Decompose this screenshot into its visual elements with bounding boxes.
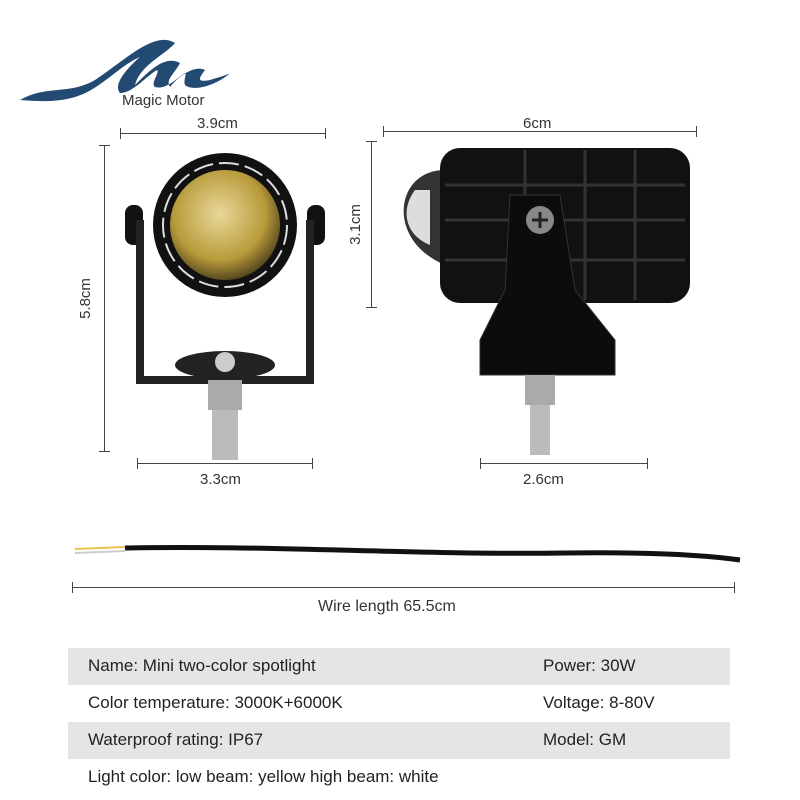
front-width-label: 3.9cm bbox=[197, 115, 238, 132]
spec-color-temperature: Color temperature: 3000K+6000K bbox=[88, 693, 343, 712]
dimension-line bbox=[480, 458, 648, 469]
dimension-line bbox=[120, 128, 326, 139]
spec-name: Name: Mini two-color spotlight bbox=[88, 656, 316, 675]
dimension-line bbox=[383, 126, 697, 137]
spec-light-color: Light color: low beam: yellow high beam:… bbox=[88, 767, 439, 786]
spec-row: Light color: low beam: yellow high beam:… bbox=[68, 759, 730, 796]
side-height-label: 3.1cm bbox=[346, 204, 364, 245]
spec-row: Waterproof rating: IP67 Model: GM bbox=[68, 722, 730, 759]
spec-model: Model: GM bbox=[543, 730, 627, 749]
brand-name: Magic Motor bbox=[122, 92, 205, 109]
dimension-line bbox=[366, 141, 377, 308]
spec-voltage: Voltage: 8-80V bbox=[543, 693, 655, 712]
spec-waterproof: Waterproof rating: IP67 bbox=[88, 730, 264, 749]
dimension-line bbox=[99, 145, 110, 452]
side-width-label: 6cm bbox=[523, 115, 552, 132]
dimension-line bbox=[137, 458, 313, 469]
brand-logo bbox=[20, 39, 230, 102]
side-bottom-label: 2.6cm bbox=[523, 471, 564, 488]
spec-row: Color temperature: 3000K+6000K Voltage: … bbox=[68, 685, 730, 722]
lamp-side-image bbox=[403, 148, 690, 455]
spec-power: Power: 30W bbox=[543, 656, 636, 675]
wire-length-label: Wire length 65.5cm bbox=[318, 598, 456, 615]
spec-row: Name: Mini two-color spotlight Power: 30… bbox=[68, 648, 730, 685]
front-bottom-label: 3.3cm bbox=[200, 471, 241, 488]
dimension-line bbox=[72, 582, 735, 593]
lamp-front-image bbox=[125, 153, 325, 460]
wire-image bbox=[74, 544, 741, 563]
front-height-label: 5.8cm bbox=[76, 278, 94, 319]
